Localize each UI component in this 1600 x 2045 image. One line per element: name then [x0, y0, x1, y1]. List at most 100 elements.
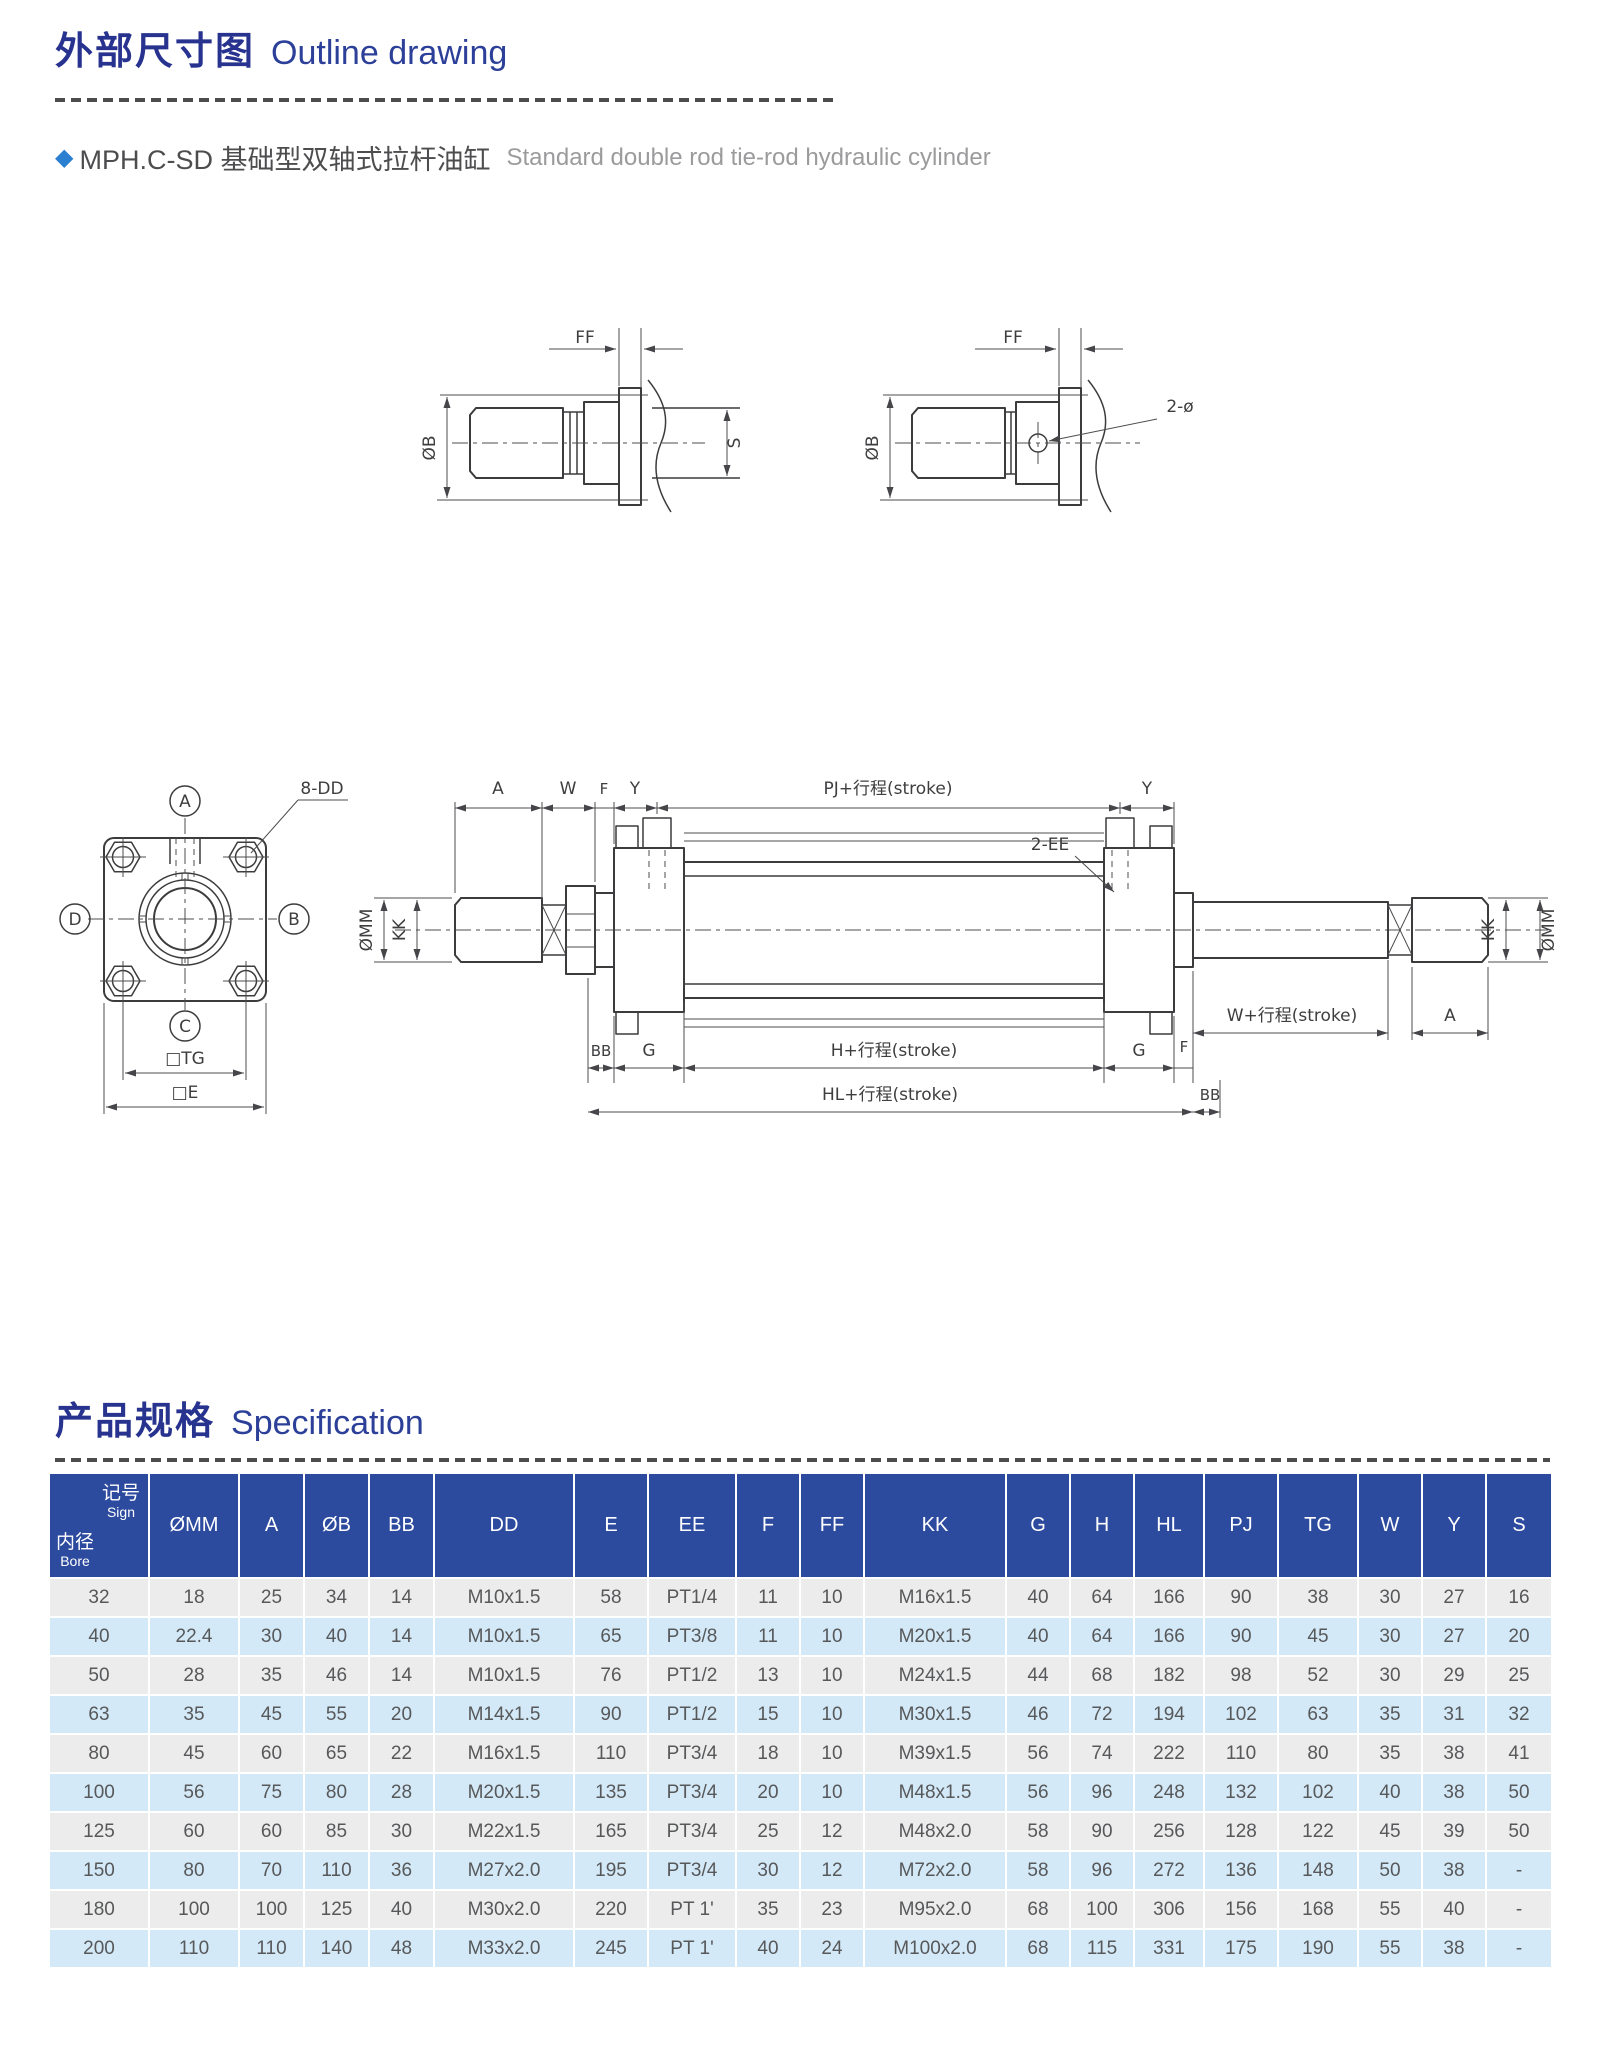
value-cell: 30 — [735, 1850, 801, 1891]
value-cell: 100 — [148, 1889, 240, 1930]
value-cell: 128 — [1203, 1811, 1279, 1852]
value-cell: 16 — [1485, 1577, 1553, 1618]
value-cell: 40 — [368, 1889, 435, 1930]
value-cell: 30 — [1357, 1616, 1423, 1657]
value-cell: 32 — [1485, 1694, 1553, 1735]
value-cell: 35 — [1357, 1733, 1423, 1774]
value-cell: M30x1.5 — [863, 1694, 1007, 1735]
corner-sign: 记号 Sign — [102, 1483, 140, 1520]
value-cell: PT3/4 — [647, 1772, 737, 1813]
balloon-c: C — [179, 1017, 191, 1037]
value-cell: 40 — [735, 1928, 801, 1969]
value-cell: 222 — [1133, 1733, 1205, 1774]
value-cell: 122 — [1277, 1811, 1359, 1852]
value-cell: 46 — [303, 1655, 370, 1696]
value-cell: 27 — [1421, 1616, 1487, 1657]
value-cell: M14x1.5 — [433, 1694, 575, 1735]
column-header: KK — [863, 1472, 1007, 1579]
value-cell: M16x1.5 — [863, 1577, 1007, 1618]
value-cell: 30 — [238, 1616, 305, 1657]
product-line: ◆ MPH.C-SD 基础型双轴式拉杆油缸 Standard double ro… — [55, 138, 991, 177]
value-cell: 110 — [148, 1928, 240, 1969]
value-cell: 256 — [1133, 1811, 1205, 1852]
value-cell: 96 — [1069, 1850, 1135, 1891]
bore-cell: 100 — [48, 1772, 150, 1813]
dim-label-g: G — [642, 1041, 655, 1061]
value-cell: 10 — [799, 1655, 865, 1696]
value-cell: M20x1.5 — [863, 1616, 1007, 1657]
value-cell: M20x1.5 — [433, 1772, 575, 1813]
value-cell: 63 — [1277, 1694, 1359, 1735]
dim-label-y: Y — [1141, 779, 1153, 799]
value-cell: 195 — [573, 1850, 649, 1891]
dim-label-hl-stroke: HL+行程(stroke) — [822, 1085, 958, 1105]
value-cell: 65 — [303, 1733, 370, 1774]
value-cell: 50 — [1485, 1772, 1553, 1813]
value-cell: 11 — [735, 1616, 801, 1657]
value-cell: M27x2.0 — [433, 1850, 575, 1891]
column-header: H — [1069, 1472, 1135, 1579]
value-cell: 135 — [573, 1772, 649, 1813]
value-cell: PT3/4 — [647, 1733, 737, 1774]
dim-label-dia-b: ØB — [863, 435, 883, 460]
value-cell: 98 — [1203, 1655, 1279, 1696]
value-cell: 36 — [368, 1850, 435, 1891]
column-header: A — [238, 1472, 305, 1579]
product-description: Standard double rod tie-rod hydraulic cy… — [506, 143, 991, 171]
dim-label-kk: KK — [390, 918, 410, 941]
value-cell: 31 — [1421, 1694, 1487, 1735]
value-cell: - — [1485, 1928, 1553, 1969]
value-cell: 11 — [735, 1577, 801, 1618]
value-cell: 110 — [1203, 1733, 1279, 1774]
value-cell: 41 — [1485, 1733, 1553, 1774]
column-header: E — [573, 1472, 649, 1579]
value-cell: 156 — [1203, 1889, 1279, 1930]
value-cell: 72 — [1069, 1694, 1135, 1735]
value-cell: 10 — [799, 1577, 865, 1618]
flange-nut — [100, 961, 146, 1001]
value-cell: 38 — [1421, 1772, 1487, 1813]
value-cell: 25 — [1485, 1655, 1553, 1696]
column-header: TG — [1277, 1472, 1359, 1579]
value-cell: 245 — [573, 1928, 649, 1969]
value-cell: 38 — [1277, 1577, 1359, 1618]
column-header: EE — [647, 1472, 737, 1579]
column-header: Y — [1421, 1472, 1487, 1579]
spec-section-header: 产品规格 Specification — [55, 1390, 424, 1445]
value-cell: 29 — [1421, 1655, 1487, 1696]
rod-end-detail-left: FF ØB S — [420, 328, 745, 513]
dim-label-a: A — [492, 779, 504, 799]
value-cell: 35 — [238, 1655, 305, 1696]
bore-cell: 50 — [48, 1655, 150, 1696]
value-cell: 24 — [799, 1928, 865, 1969]
value-cell: 44 — [1005, 1655, 1071, 1696]
value-cell: M48x1.5 — [863, 1772, 1007, 1813]
value-cell: 45 — [148, 1733, 240, 1774]
bore-cell: 200 — [48, 1928, 150, 1969]
value-cell: M30x2.0 — [433, 1889, 575, 1930]
value-cell: M24x1.5 — [863, 1655, 1007, 1696]
value-cell: 30 — [368, 1811, 435, 1852]
value-cell: PT3/4 — [647, 1811, 737, 1852]
dim-label-2-ee: 2-EE — [1031, 835, 1069, 855]
value-cell: 136 — [1203, 1850, 1279, 1891]
value-cell: 22 — [368, 1733, 435, 1774]
value-cell: 68 — [1005, 1889, 1071, 1930]
label-8-dd: 8-DD — [300, 779, 343, 799]
dim-label-h-stroke: H+行程(stroke) — [831, 1041, 958, 1061]
value-cell: 35 — [1357, 1694, 1423, 1735]
bore-cell: 80 — [48, 1733, 150, 1774]
value-cell: 132 — [1203, 1772, 1279, 1813]
value-cell: 165 — [573, 1811, 649, 1852]
value-cell: M22x1.5 — [433, 1811, 575, 1852]
value-cell: 14 — [368, 1577, 435, 1618]
dim-label-ff: FF — [575, 328, 595, 348]
column-header: F — [735, 1472, 801, 1579]
dashed-divider — [55, 1458, 1550, 1462]
bore-cell: 150 — [48, 1850, 150, 1891]
value-cell: 272 — [1133, 1850, 1205, 1891]
corner-bore: 内径 Bore — [56, 1532, 94, 1569]
